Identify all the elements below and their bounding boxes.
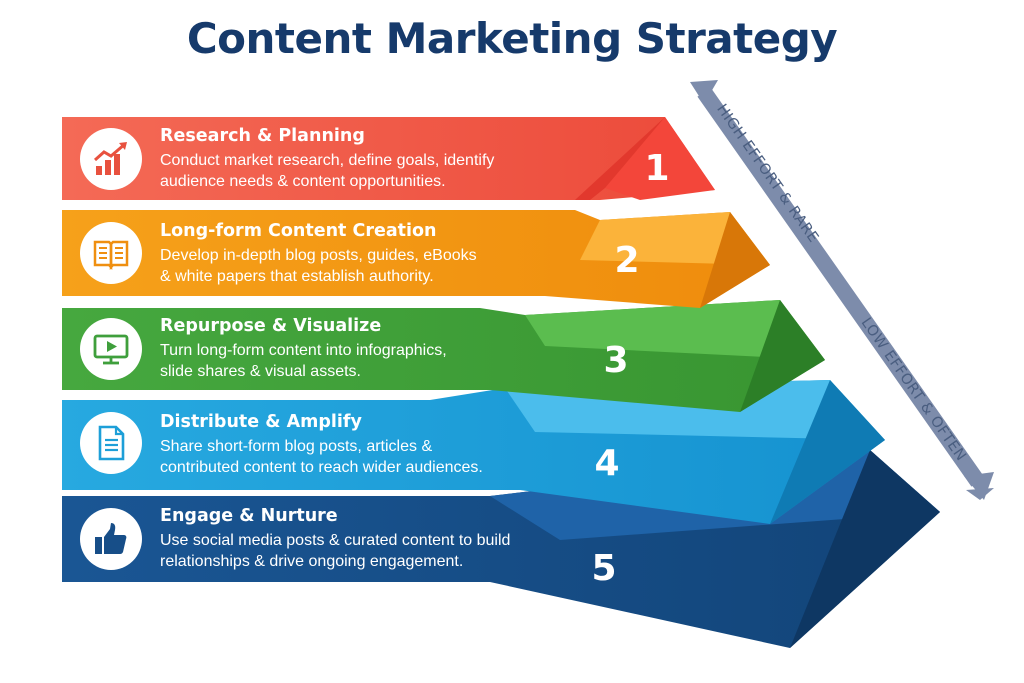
level-1-icon-badge <box>80 128 142 190</box>
level-4-text: Distribute & Amplify Share short-form bl… <box>160 412 580 478</box>
level-2-icon-badge <box>80 222 142 284</box>
pyramid-level-1 <box>62 117 715 200</box>
document-icon <box>98 425 125 461</box>
level-4-description: Share short-form blog posts, articles & … <box>160 438 483 476</box>
level-1-text: Research & Planning Conduct market resea… <box>160 126 580 192</box>
level-1-description: Conduct market research, define goals, i… <box>160 152 495 190</box>
level-4-title: Distribute & Amplify <box>160 412 362 432</box>
level-5-text: Engage & Nurture Use social media posts … <box>160 506 580 572</box>
monitor-play-icon <box>93 334 129 365</box>
level-1-title: Research & Planning <box>160 126 365 146</box>
level-5-title: Engage & Nurture <box>160 506 338 526</box>
level-4-icon-badge <box>80 412 142 474</box>
level-5-icon-badge <box>80 508 142 570</box>
page-title: Content Marketing Strategy <box>186 14 838 63</box>
thumbs-up-icon <box>95 523 127 554</box>
step-number-2: 2 <box>614 240 639 281</box>
step-number-4: 4 <box>594 443 619 484</box>
pyramid-level-2 <box>62 210 770 308</box>
level-2-title: Long-form Content Creation <box>160 221 437 241</box>
effort-arrow <box>690 80 994 500</box>
step-number-3: 3 <box>603 340 628 381</box>
growth-chart-icon <box>94 142 127 175</box>
level-2-text: Long-form Content Creation Develop in-de… <box>160 221 580 287</box>
pyramid-level-3 <box>62 300 825 412</box>
level-3-icon-badge <box>80 318 142 380</box>
level-3-text: Repurpose & Visualize Turn long-form con… <box>160 316 580 382</box>
level-3-description: Turn long-form content into infographics… <box>160 342 447 380</box>
open-book-icon <box>93 240 129 271</box>
level-5-description: Use social media posts & curated content… <box>160 532 511 570</box>
step-number-1: 1 <box>644 148 669 189</box>
step-number-5: 5 <box>591 548 616 589</box>
level-3-title: Repurpose & Visualize <box>160 316 382 336</box>
level-2-description: Develop in-depth blog posts, guides, eBo… <box>160 247 477 285</box>
